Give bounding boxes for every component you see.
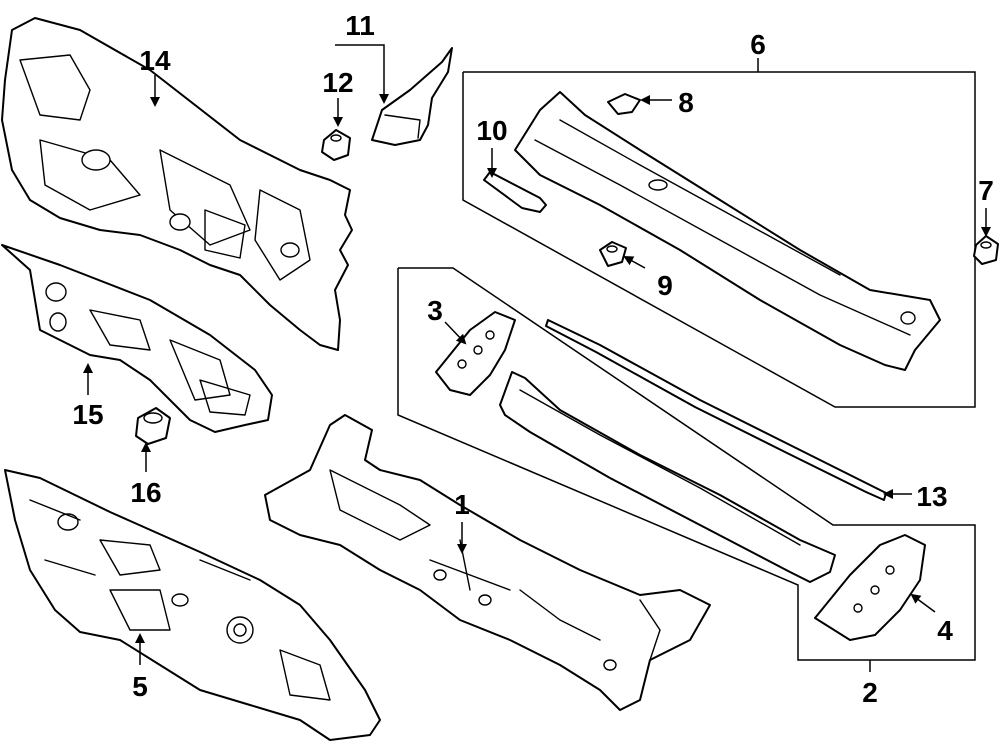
- callout-6: 6: [750, 29, 766, 60]
- callout-labels: 14 11 12 6 8 10 7 9 3 1 13 4 2 15 16 5: [72, 10, 993, 708]
- part-1-cowl-panel: [264, 414, 711, 711]
- callout-9: 9: [657, 270, 673, 301]
- callout-5: 5: [132, 671, 148, 702]
- part-7-clip: [973, 235, 999, 265]
- callout-7: 7: [978, 175, 994, 206]
- callout-4: 4: [937, 615, 953, 646]
- part-16-grommet: [135, 407, 171, 445]
- callout-12: 12: [322, 67, 353, 98]
- part-11-bracket: [371, 47, 453, 146]
- group-box-2: [397, 267, 976, 661]
- part-10-clip: [483, 171, 547, 213]
- part-13-seal-strip: [545, 319, 887, 501]
- group-box-6: [462, 71, 976, 408]
- part-8-clip: [607, 93, 641, 115]
- callout-8: 8: [678, 87, 694, 118]
- callout-16: 16: [130, 477, 161, 508]
- part-9-clip: [599, 241, 627, 267]
- callout-1: 1: [454, 489, 470, 520]
- callout-13: 13: [916, 481, 947, 512]
- callout-3: 3: [427, 295, 443, 326]
- leader-lines: [83, 44, 991, 665]
- part-15-lower-insulator: [1, 244, 273, 433]
- part-3-bracket: [435, 311, 516, 396]
- callout-15: 15: [72, 399, 103, 430]
- callout-11: 11: [345, 10, 375, 41]
- part-4-bracket: [814, 534, 926, 641]
- part-5-dash-panel: [4, 469, 381, 741]
- part-2-reinforcement: [499, 371, 836, 583]
- part-12-clip: [321, 129, 351, 161]
- callout-10: 10: [476, 115, 507, 146]
- part-6-cowl-vent-panel: [514, 91, 941, 371]
- callout-2: 2: [862, 677, 878, 708]
- part-14-dash-insulator: [1, 17, 353, 351]
- callout-14: 14: [139, 45, 171, 76]
